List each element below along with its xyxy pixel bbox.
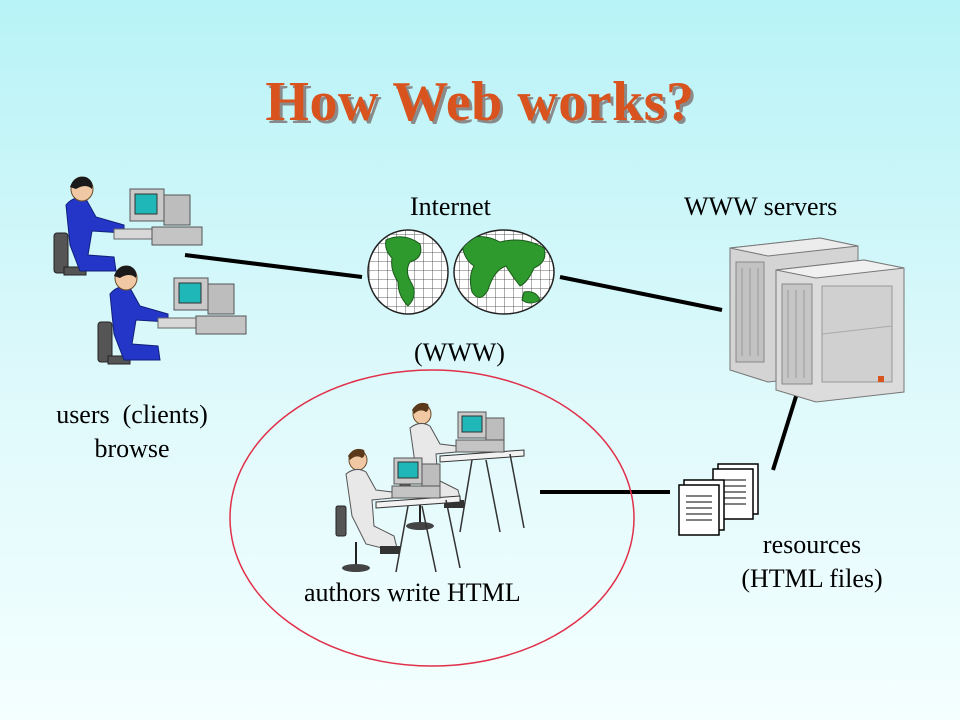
- globe-icon: [367, 229, 555, 315]
- label-www: (WWW): [414, 338, 505, 367]
- connector-internet-servers: [559, 275, 723, 312]
- label-users: users (clients) browse: [40, 398, 224, 466]
- authors-circle: [229, 369, 635, 667]
- server-icon: [729, 237, 905, 403]
- label-users-line1: users (clients): [56, 400, 208, 429]
- author-at-desk-icon: [335, 448, 461, 573]
- connector-users-internet: [184, 253, 363, 279]
- documents-icon: [678, 463, 759, 536]
- label-internet: Internet: [410, 192, 491, 221]
- label-authors: authors write HTML: [304, 578, 521, 607]
- connector-servers-resources: [771, 389, 800, 471]
- user-at-computer-icon: [97, 265, 247, 365]
- label-users-line2: browse: [94, 434, 170, 463]
- user-at-computer-icon: [53, 176, 203, 276]
- label-resources-line1: resources: [762, 530, 862, 559]
- label-www-servers: WWW servers: [684, 192, 838, 221]
- label-resources-line2: (HTML files): [741, 564, 883, 593]
- page-title: How Web works?: [265, 71, 695, 133]
- label-resources: resources (HTML files): [722, 528, 902, 596]
- connection-lines: [184, 253, 800, 494]
